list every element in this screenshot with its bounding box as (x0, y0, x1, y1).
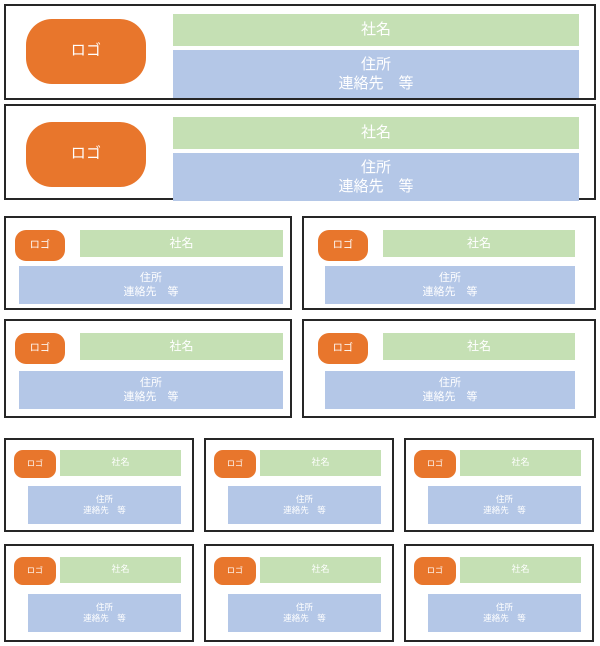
address-contact-bar[interactable]: 住所 連絡先 等 (325, 371, 575, 409)
logo-placeholder[interactable]: ロゴ (214, 450, 256, 478)
logo-placeholder[interactable]: ロゴ (14, 450, 56, 478)
card-third-width-5[interactable]: ロゴ 社名 住所 連絡先 等 (204, 544, 394, 642)
logo-placeholder[interactable]: ロゴ (26, 19, 146, 84)
address-contact-bar[interactable]: 住所 連絡先 等 (28, 594, 181, 632)
logo-placeholder[interactable]: ロゴ (414, 450, 456, 478)
address-contact-bar[interactable]: 住所 連絡先 等 (28, 486, 181, 524)
address-contact-bar[interactable]: 住所 連絡先 等 (428, 594, 581, 632)
logo-placeholder[interactable]: ロゴ (15, 230, 65, 261)
company-name-bar[interactable]: 社名 (460, 557, 581, 583)
address-contact-bar[interactable]: 住所 連絡先 等 (428, 486, 581, 524)
company-name-bar[interactable]: 社名 (173, 14, 579, 46)
card-half-width-3[interactable]: ロゴ 社名 住所 連絡先 等 (4, 319, 292, 418)
company-name-bar[interactable]: 社名 (60, 557, 181, 583)
card-third-width-4[interactable]: ロゴ 社名 住所 連絡先 等 (4, 544, 194, 642)
company-name-bar[interactable]: 社名 (383, 333, 575, 360)
company-name-bar[interactable]: 社名 (260, 557, 381, 583)
logo-placeholder[interactable]: ロゴ (214, 557, 256, 585)
address-contact-bar[interactable]: 住所 連絡先 等 (19, 266, 283, 304)
logo-placeholder[interactable]: ロゴ (26, 122, 146, 187)
logo-placeholder[interactable]: ロゴ (15, 333, 65, 364)
card-third-width-1[interactable]: ロゴ 社名 住所 連絡先 等 (4, 438, 194, 532)
card-half-width-1[interactable]: ロゴ 社名 住所 連絡先 等 (4, 216, 292, 310)
company-name-bar[interactable]: 社名 (173, 117, 579, 149)
card-half-width-2[interactable]: ロゴ 社名 住所 連絡先 等 (302, 216, 596, 310)
card-full-width-1[interactable]: ロゴ 社名 住所 連絡先 等 (4, 4, 596, 100)
logo-placeholder[interactable]: ロゴ (318, 333, 368, 364)
company-name-bar[interactable]: 社名 (60, 450, 181, 476)
address-contact-bar[interactable]: 住所 連絡先 等 (228, 594, 381, 632)
address-contact-bar[interactable]: 住所 連絡先 等 (173, 153, 579, 201)
card-third-width-3[interactable]: ロゴ 社名 住所 連絡先 等 (404, 438, 594, 532)
address-contact-bar[interactable]: 住所 連絡先 等 (173, 50, 579, 98)
company-name-bar[interactable]: 社名 (460, 450, 581, 476)
company-name-bar[interactable]: 社名 (383, 230, 575, 257)
company-name-bar[interactable]: 社名 (80, 230, 283, 257)
address-contact-bar[interactable]: 住所 連絡先 等 (325, 266, 575, 304)
company-name-bar[interactable]: 社名 (80, 333, 283, 360)
card-full-width-2[interactable]: ロゴ 社名 住所 連絡先 等 (4, 104, 596, 201)
card-half-width-4[interactable]: ロゴ 社名 住所 連絡先 等 (302, 319, 596, 418)
card-third-width-2[interactable]: ロゴ 社名 住所 連絡先 等 (204, 438, 394, 532)
address-contact-bar[interactable]: 住所 連絡先 等 (228, 486, 381, 524)
address-contact-bar[interactable]: 住所 連絡先 等 (19, 371, 283, 409)
logo-placeholder[interactable]: ロゴ (318, 230, 368, 261)
logo-placeholder[interactable]: ロゴ (14, 557, 56, 585)
company-name-bar[interactable]: 社名 (260, 450, 381, 476)
card-third-width-6[interactable]: ロゴ 社名 住所 連絡先 等 (404, 544, 594, 642)
logo-placeholder[interactable]: ロゴ (414, 557, 456, 585)
